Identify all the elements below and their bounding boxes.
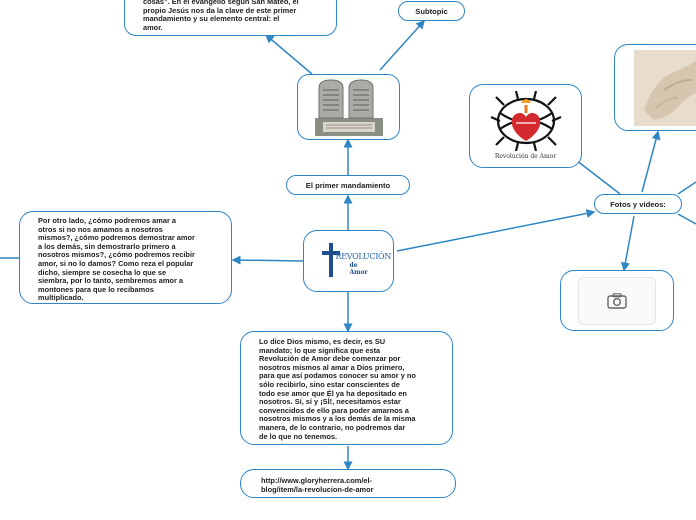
sculpture-image [634,49,696,126]
tablets-image [314,79,383,136]
connector [575,159,621,195]
connector [231,255,304,265]
connector [677,213,696,225]
connector [677,181,696,195]
connector [641,130,661,193]
sacred-heart-image: Revolución de Amor [486,91,566,161]
connector [379,19,426,71]
sculpture-image-node[interactable] [614,44,696,131]
first-commandment-node[interactable]: El primer mandamiento [286,175,410,195]
media-placeholder-node[interactable] [560,270,674,331]
topic-gods-command[interactable]: Lo dice Dios mismo, es decir, es SU mand… [240,331,453,445]
connector [396,209,596,252]
topic-matthew-gospel[interactable]: cosas”. En el evangelio según San Mateo,… [124,0,337,36]
connector [620,215,635,272]
tablets-image-node[interactable] [297,74,400,140]
photos-videos-node[interactable]: Fotos y videos: [594,194,682,214]
connector [264,34,313,75]
cross-icon [321,243,340,277]
media-placeholder-frame [578,276,656,325]
url-link-node[interactable]: http://www.gloryherrera.com/el- blog/ite… [240,469,456,498]
topic-love-ourselves[interactable]: Por otro lado, ¿cómo podremos amar a otr… [19,211,232,304]
subtopic-node[interactable]: Subtopic [398,1,465,21]
revolucion-logo-image: REVOLUCIÓN de Amor [321,243,391,279]
sacred-heart-image-node[interactable]: Revolución de Amor [469,84,582,168]
central-topic-logo[interactable]: REVOLUCIÓN de Amor [303,230,394,292]
camera-icon[interactable] [607,292,627,309]
